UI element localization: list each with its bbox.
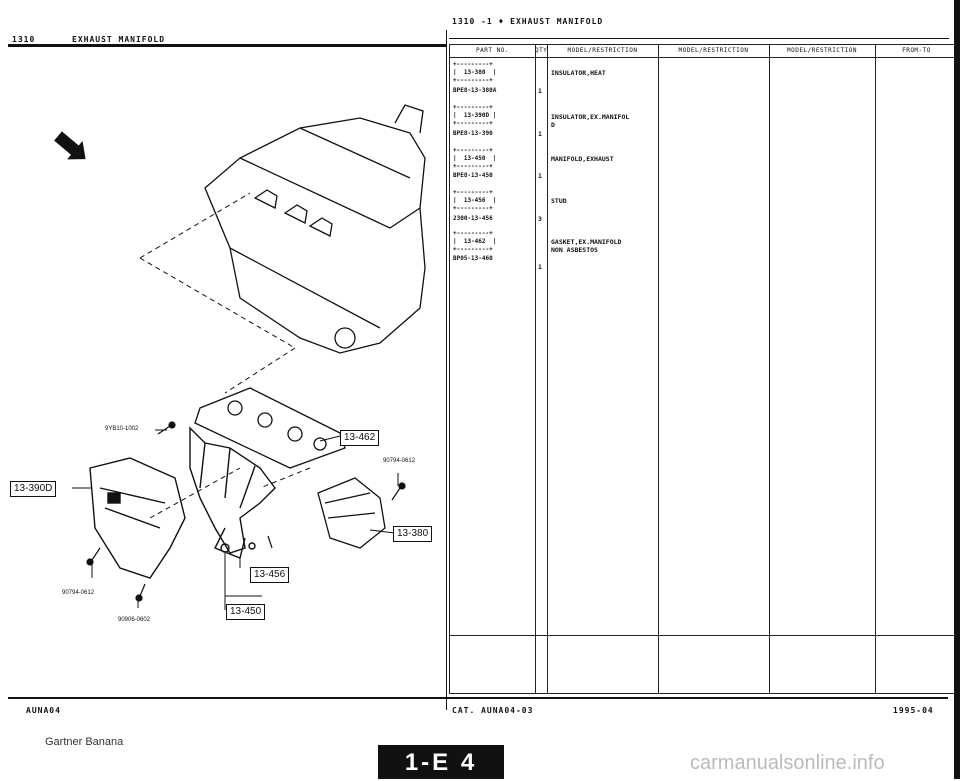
label-90906-0602: 90906-0602 [118, 617, 151, 623]
part-box: +---------+ | 13-456 | +---------+ [453, 189, 497, 212]
callout-13-380: 13-380 [393, 526, 433, 542]
print-date: 1995-04 [893, 706, 934, 715]
part-description: STUD [551, 197, 567, 205]
col-header-from-to: FROM-TO [902, 47, 931, 54]
callout-13-390d: 13-390D [10, 481, 57, 497]
section-number: 1310 [12, 35, 36, 44]
page-title: 1310 -1 ♦ EXHAUST MANIFOLD [452, 17, 604, 26]
footer-code: AUNA04 [26, 706, 61, 715]
part-description: INSULATOR,HEAT [551, 69, 606, 77]
part-box: +---------+ | 13-462 | +---------+ [453, 230, 497, 253]
part-description: MANIFOLD,EXHAUST [551, 155, 614, 163]
part-description: GASKET,EX.MANIFOLD NON ASBESTOS [551, 238, 622, 254]
header-rule-right [449, 38, 949, 39]
part-number: BP05-13-460 [453, 255, 493, 262]
engine-block-drawing [204, 104, 426, 354]
exhaust-manifold-diagram [54, 104, 426, 610]
col-header-model-1: MODEL/RESTRICTION [567, 47, 638, 54]
part-number: 2300-13-456 [453, 215, 493, 222]
label-9yb10-1002: 9YB10-1002 [105, 426, 139, 432]
part-box: +---------+ | 13-450 | +---------+ [453, 147, 497, 170]
insulator-left-drawing [89, 457, 186, 579]
col-header-part-no: PART NO. [476, 47, 509, 54]
insulator-right-drawing [317, 477, 386, 549]
col-header-model-2: MODEL/RESTRICTION [678, 47, 749, 54]
front-direction-icon [54, 131, 86, 160]
part-qty: 1 [538, 87, 542, 95]
watermark: carmanualsonline.info [690, 752, 885, 774]
part-number: BPE8-13-450 [453, 172, 493, 179]
manifold-drawing [189, 426, 276, 559]
col-divider [658, 45, 659, 693]
part-qty: 1 [538, 172, 542, 180]
col-header-model-3: MODEL/RESTRICTION [787, 47, 857, 54]
part-qty: 1 [538, 263, 542, 271]
callout-13-456: 13-456 [250, 567, 290, 583]
part-description: INSULATOR,EX.MANIFOL D [551, 113, 630, 129]
callout-13-462: 13-462 [340, 430, 380, 446]
label-90794-0612-left: 90794-0612 [62, 590, 95, 596]
page-tab: 1-E 4 [378, 745, 504, 779]
col-divider [535, 45, 536, 693]
owner-label: Gartner Banana [45, 736, 124, 748]
page-divider [446, 30, 447, 710]
table-header-rule [450, 57, 958, 58]
catalog-number: CAT. AUNA04-03 [452, 706, 534, 715]
table-bottom-rule [450, 635, 958, 636]
col-divider [547, 45, 548, 693]
part-number: BPE8-13-390 [453, 130, 493, 137]
col-divider [769, 45, 770, 693]
part-box: +---------+ | 13-380 | +---------+ [453, 61, 497, 84]
label-90794-0612-right: 90794-0612 [383, 458, 416, 464]
part-qty: 3 [538, 215, 542, 223]
part-number: BPE8-13-380A [453, 87, 497, 94]
part-qty: 1 [538, 130, 542, 138]
page-edge [954, 0, 960, 779]
footer-rule [8, 697, 948, 699]
part-box: +---------+ | 13-390D | +---------+ [453, 104, 497, 127]
col-divider [875, 45, 876, 693]
parts-table: PART NO. QTY MODEL/RESTRICTION MODEL/RES… [449, 44, 959, 694]
col-header-qty: QTY [535, 47, 547, 54]
header-rule-left [8, 44, 446, 47]
section-title: EXHAUST MANIFOLD [72, 35, 166, 44]
callout-13-450: 13-450 [226, 604, 266, 620]
gasket-drawing [194, 387, 346, 469]
